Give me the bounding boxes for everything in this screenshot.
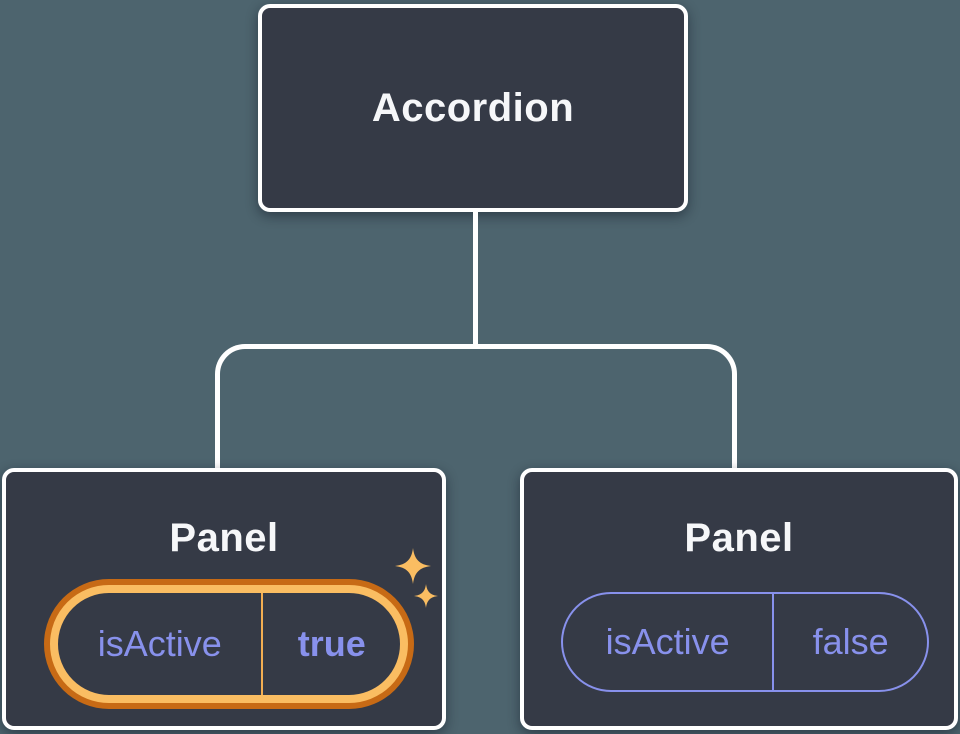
accordion-node: Accordion (258, 4, 688, 212)
state-value: true (297, 623, 366, 664)
sparkle-icon-small (414, 584, 438, 608)
panel-node-active: Panel isActive true (2, 468, 446, 730)
accordion-label: Accordion (371, 86, 575, 130)
state-pill-inner: isActive true (50, 585, 408, 703)
state-key: isActive (605, 621, 730, 662)
tree-connector-branch (215, 344, 737, 468)
sparkle-icon (395, 548, 431, 584)
pill-divider (772, 594, 775, 690)
state-pill-highlighted: isActive true (44, 579, 414, 709)
pill-divider (261, 593, 264, 695)
state-pill-plain: isActive false (561, 592, 929, 692)
panel-node-inactive: Panel isActive false (520, 468, 958, 730)
state-key: isActive (97, 623, 222, 664)
panel-label: Panel (169, 516, 279, 560)
tree-connector-stem (473, 212, 478, 348)
panel-label: Panel (684, 516, 794, 560)
state-value: false (812, 621, 889, 662)
